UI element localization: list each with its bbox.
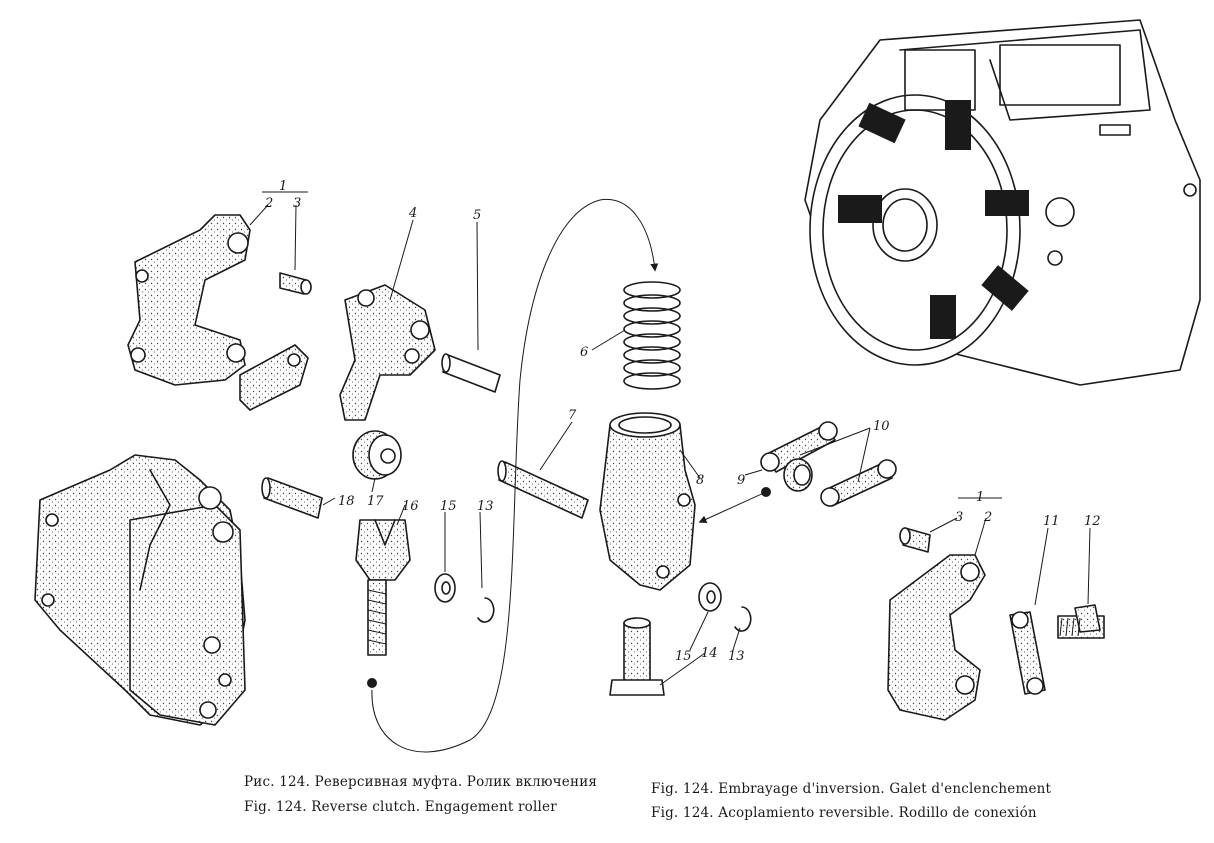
bracket-2-right [887, 554, 986, 721]
caption-french: Fig. 124. Embrayage d'inversion. Galet d… [651, 781, 1052, 797]
label-1-right: 1 [976, 490, 984, 505]
assembly-path-dot [367, 678, 377, 688]
washer-15-right [698, 582, 722, 612]
label-13-right: 13 [728, 649, 745, 664]
sleeve-8 [599, 412, 696, 591]
bushing-3-right [899, 527, 931, 553]
assembled-clutch [34, 454, 246, 726]
label-18: 18 [338, 494, 355, 509]
label-7: 7 [568, 408, 577, 423]
pin-5 [441, 353, 501, 393]
label-13-left: 13 [477, 499, 494, 514]
label-1-left: 1 [279, 179, 287, 194]
label-15-right: 15 [675, 649, 692, 664]
plate [239, 344, 309, 411]
label-6: 6 [580, 345, 588, 360]
retaining-ring-13-left [477, 597, 495, 623]
bracket-2-left [127, 214, 251, 386]
label-5: 5 [473, 208, 481, 223]
retaining-ring-13-right [734, 606, 752, 632]
callout-leaders [249, 191, 1091, 686]
bolt-12 [1057, 604, 1105, 639]
label-16: 16 [402, 499, 419, 514]
link-10-upper [760, 421, 838, 473]
label-2-left: 2 [264, 196, 273, 211]
plate-11 [1009, 611, 1046, 695]
label-14: 14 [701, 646, 718, 661]
pin-18 [261, 477, 323, 519]
pin-7 [497, 460, 589, 519]
label-12: 12 [1084, 514, 1101, 529]
sleeve-arrow [698, 491, 767, 523]
spring-6 [623, 281, 681, 390]
assembly-path-line [371, 198, 659, 753]
caption-spanish: Fig. 124. Acoplamiento reversible. Rodil… [651, 805, 1037, 821]
lever-4 [339, 284, 436, 421]
roller-17 [352, 430, 402, 480]
label-3-right: 3 [955, 510, 963, 525]
label-3-left: 3 [293, 196, 301, 211]
label-4: 4 [408, 206, 417, 221]
label-10: 10 [873, 419, 890, 434]
label-11: 11 [1043, 514, 1060, 529]
label-17: 17 [367, 494, 384, 509]
gearbox-housing [804, 19, 1201, 386]
label-9: 9 [737, 473, 745, 488]
roller-9 [761, 458, 813, 497]
fork-bolt-16 [355, 519, 411, 656]
bushing-3-left [279, 272, 312, 295]
washer-15-left [434, 573, 456, 603]
caption-russian: Рис. 124. Реверсивная муфта. Ролик включ… [244, 774, 598, 790]
caption-english: Fig. 124. Reverse clutch. Engagement rol… [244, 799, 557, 815]
link-10-lower [820, 459, 897, 507]
label-2-right: 2 [983, 510, 992, 525]
bushing-14 [609, 617, 665, 696]
label-8: 8 [696, 473, 704, 488]
label-15-left: 15 [440, 499, 457, 514]
